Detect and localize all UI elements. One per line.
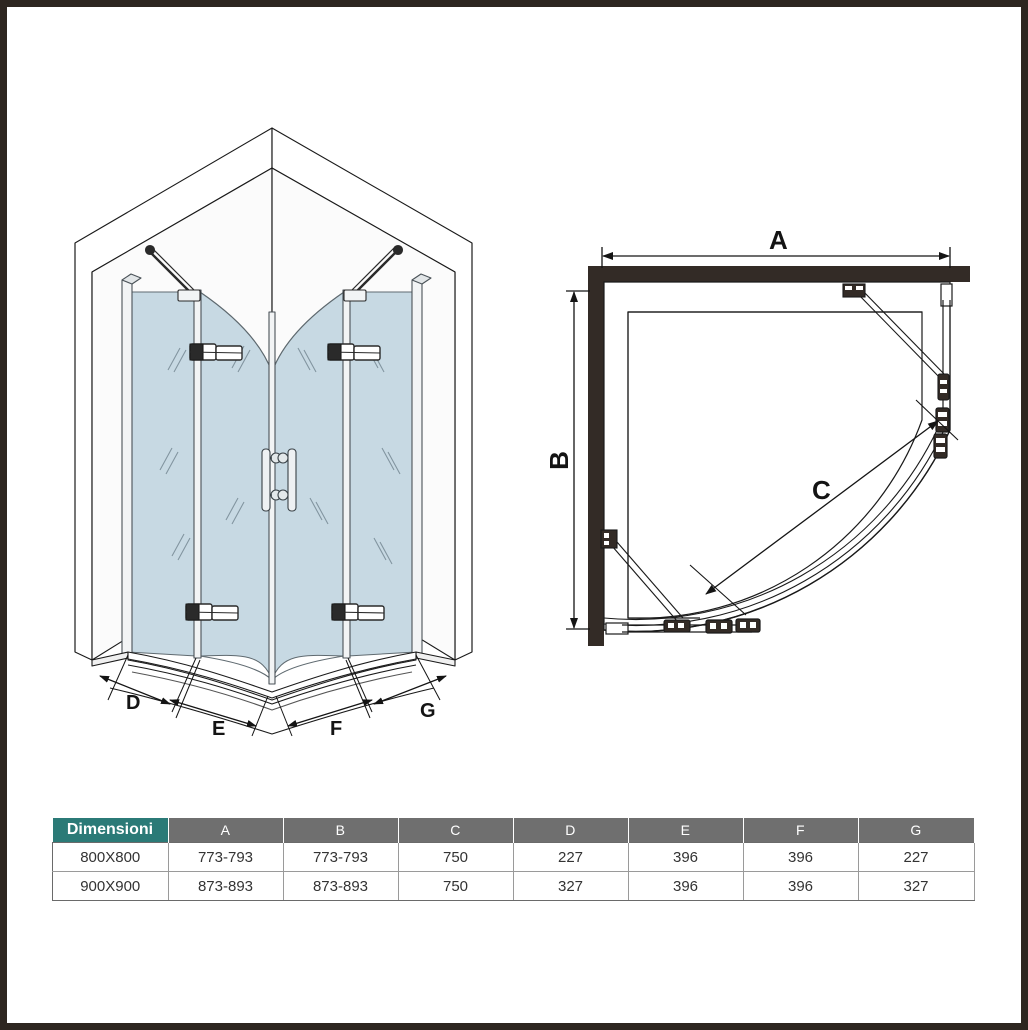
dim-label-F: F: [330, 718, 343, 740]
cell-e: 396: [627, 842, 744, 872]
support-bar-left: [144, 244, 201, 302]
table-header-d: D: [513, 818, 629, 843]
table-header-a: A: [168, 818, 284, 843]
table-header-g: G: [858, 818, 975, 843]
table-header-dimensioni: Dimensioni: [52, 818, 169, 843]
hinge-lower-left: [185, 603, 239, 621]
plan-support-bar-top: [842, 283, 950, 401]
support-bar-right: [343, 244, 404, 302]
cell-size: 900X900: [52, 871, 169, 901]
cell-d: 327: [512, 871, 629, 901]
dim-line-E: [169, 699, 257, 727]
table-header-row: Dimensioni A B C D E F G: [52, 818, 975, 843]
cell-c: 750: [397, 842, 514, 872]
table-header-e: E: [628, 818, 744, 843]
cell-g: 227: [857, 842, 975, 872]
cell-f: 396: [742, 871, 859, 901]
cell-c: 750: [397, 871, 514, 901]
plan-wall-top: [588, 266, 970, 282]
plan-dimension-lines: [566, 247, 959, 630]
table-header-f: F: [743, 818, 859, 843]
plan-view: [588, 266, 970, 646]
cell-e: 396: [627, 871, 744, 901]
cell-size: 800X800: [52, 842, 169, 872]
dim-label-G: G: [420, 700, 436, 722]
cell-b: 873-893: [282, 871, 399, 901]
plan-wall-left: [588, 266, 604, 646]
dim-line-C: [705, 420, 939, 595]
table-row: 900X900 873-893 873-893 750 327 396 396 …: [52, 871, 975, 901]
plan-support-bar-left: [600, 529, 691, 633]
isometric-view: [74, 127, 473, 735]
cell-d: 227: [512, 842, 629, 872]
dim-label-A: A: [769, 225, 788, 255]
dim-label-B: B: [543, 451, 574, 470]
cell-f: 396: [742, 842, 859, 872]
dim-label-D: D: [126, 692, 141, 714]
hinge-upper-left: [189, 343, 243, 361]
table-header-c: C: [398, 818, 514, 843]
dim-label-C: C: [812, 475, 831, 505]
table-row: 800X800 773-793 773-793 750 227 396 396 …: [52, 842, 975, 872]
dim-line-D: [99, 675, 171, 705]
table-header-b: B: [283, 818, 399, 843]
plan-hinges: [705, 407, 950, 634]
dim-label-E: E: [212, 718, 226, 740]
dimensions-table: Dimensioni A B C D E F G 800X800 773-793…: [52, 818, 975, 901]
cell-a: 873-893: [167, 871, 284, 901]
dim-line-G: [373, 675, 447, 705]
glass-panel-left: [127, 291, 197, 657]
cell-b: 773-793: [282, 842, 399, 872]
cell-g: 327: [857, 871, 975, 901]
dim-line-F: [287, 699, 373, 727]
cell-a: 773-793: [167, 842, 284, 872]
iso-dimension-lines: [99, 654, 447, 737]
hinge-upper-right: [327, 343, 381, 361]
hinge-lower-right: [331, 603, 385, 621]
door-handle-right[interactable]: [277, 448, 297, 512]
